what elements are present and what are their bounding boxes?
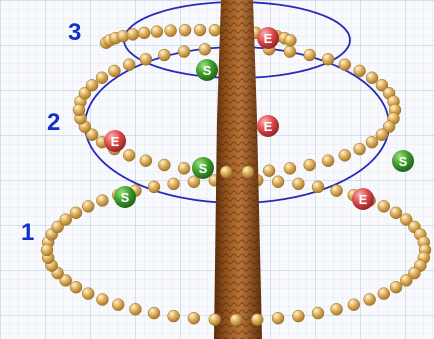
end-marker-3: E bbox=[257, 27, 279, 49]
bead bbox=[209, 24, 221, 36]
bead bbox=[339, 149, 351, 161]
bead bbox=[168, 310, 180, 322]
end-marker-4: E bbox=[352, 188, 374, 210]
bead bbox=[242, 166, 254, 178]
bead bbox=[60, 214, 72, 226]
bead bbox=[108, 65, 120, 77]
bead bbox=[41, 244, 53, 256]
start-marker-letter: S bbox=[399, 154, 408, 169]
level-label-1: 1 bbox=[21, 219, 34, 246]
bead bbox=[82, 288, 94, 300]
end-marker-letter: E bbox=[359, 192, 368, 207]
bead bbox=[158, 159, 170, 171]
bead bbox=[390, 207, 402, 219]
bead bbox=[138, 27, 150, 39]
bead bbox=[194, 24, 206, 36]
bead bbox=[165, 25, 177, 37]
bead bbox=[366, 136, 378, 148]
bead bbox=[322, 53, 334, 65]
start-marker-1: S bbox=[114, 186, 136, 208]
bead bbox=[86, 79, 98, 91]
bead bbox=[70, 281, 82, 293]
start-marker-4: S bbox=[392, 150, 414, 172]
bead bbox=[304, 159, 316, 171]
bead bbox=[292, 310, 304, 322]
bead bbox=[151, 26, 163, 38]
bead bbox=[322, 155, 334, 167]
bead bbox=[284, 34, 296, 46]
bead bbox=[123, 59, 135, 71]
start-marker-2: S bbox=[192, 157, 214, 179]
bead bbox=[331, 185, 343, 197]
bead bbox=[140, 53, 152, 65]
bead bbox=[378, 288, 390, 300]
bead bbox=[123, 149, 135, 161]
bead bbox=[331, 303, 343, 315]
bead bbox=[354, 65, 366, 77]
bead bbox=[199, 43, 211, 55]
bead bbox=[96, 72, 108, 84]
end-marker-letter: E bbox=[264, 119, 273, 134]
bead bbox=[312, 181, 324, 193]
bead bbox=[220, 166, 232, 178]
start-marker-letter: S bbox=[121, 190, 130, 205]
end-marker-letter: E bbox=[264, 31, 273, 46]
start-marker-3: S bbox=[196, 59, 218, 81]
bead bbox=[272, 312, 284, 324]
bead bbox=[209, 314, 221, 326]
bead bbox=[140, 155, 152, 167]
level-label-2: 2 bbox=[47, 109, 60, 136]
bead bbox=[376, 129, 388, 141]
bead bbox=[112, 299, 124, 311]
bead bbox=[272, 176, 284, 188]
bead bbox=[230, 314, 242, 326]
end-marker-1: E bbox=[104, 130, 126, 152]
bead bbox=[70, 207, 82, 219]
bead bbox=[251, 314, 263, 326]
bead bbox=[179, 24, 191, 36]
bead bbox=[148, 181, 160, 193]
bead bbox=[178, 162, 190, 174]
start-marker-letter: S bbox=[199, 161, 208, 176]
bead bbox=[284, 162, 296, 174]
level-label-3: 3 bbox=[68, 19, 81, 46]
bead bbox=[390, 281, 402, 293]
bead bbox=[178, 46, 190, 58]
bead bbox=[148, 307, 160, 319]
bead bbox=[339, 59, 351, 71]
bead bbox=[364, 294, 376, 306]
end-marker-2: E bbox=[257, 115, 279, 137]
bead bbox=[82, 200, 94, 212]
bead bbox=[73, 104, 85, 116]
bead bbox=[400, 274, 412, 286]
bead bbox=[366, 72, 378, 84]
bead bbox=[96, 195, 108, 207]
bead bbox=[304, 49, 316, 61]
bead bbox=[188, 312, 200, 324]
start-marker-letter: S bbox=[203, 63, 212, 78]
bead bbox=[292, 178, 304, 190]
bead bbox=[158, 49, 170, 61]
end-marker-letter: E bbox=[111, 134, 120, 149]
bead bbox=[354, 143, 366, 155]
bead bbox=[96, 294, 108, 306]
bead bbox=[127, 28, 139, 40]
bead bbox=[168, 178, 180, 190]
bead bbox=[263, 165, 275, 177]
bead bbox=[348, 299, 360, 311]
bead bbox=[312, 307, 324, 319]
bead bbox=[284, 46, 296, 58]
bead bbox=[129, 303, 141, 315]
bead bbox=[378, 200, 390, 212]
